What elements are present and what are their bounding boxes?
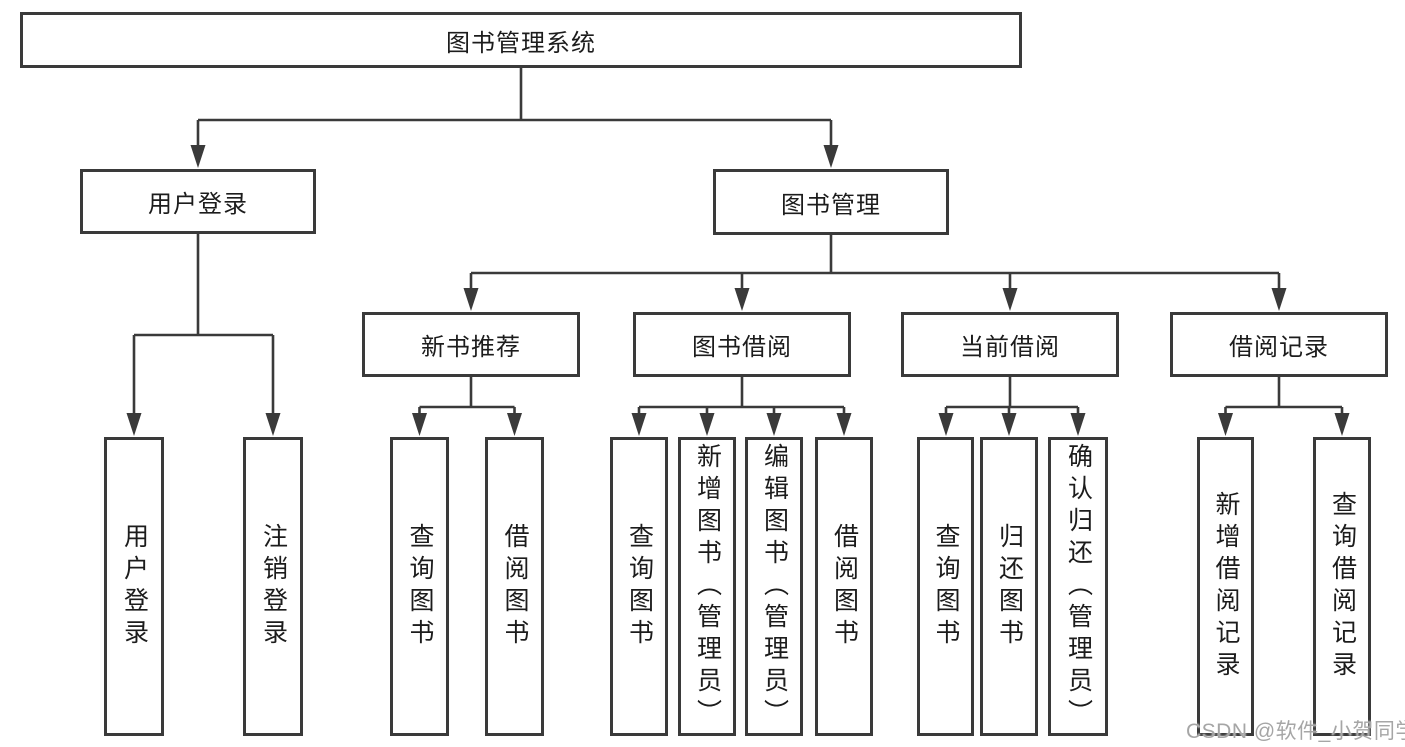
leaf-confirm-return-admin-label: 确认归还（管理员） [1064, 442, 1093, 731]
node-new-book-recommend-label: 新书推荐 [421, 334, 521, 361]
arrowhead [463, 288, 479, 311]
arrowhead [938, 413, 954, 436]
node-root-label: 图书管理系统 [446, 29, 596, 57]
leaf-user-login: 用户登录 [104, 437, 164, 736]
leaf-add-borrow-record: 新增借阅记录 [1197, 437, 1254, 736]
node-book-borrow-label: 图书借阅 [692, 334, 792, 361]
arrowhead [766, 413, 782, 436]
arrowhead [265, 413, 281, 436]
leaf-edit-books-admin-label: 编辑图书（管理员） [760, 442, 789, 731]
leaf-user-login-label: 用户登录 [120, 522, 149, 651]
leaf-logout: 注销登录 [243, 437, 303, 736]
leaf-add-borrow-record-label: 新增借阅记录 [1212, 490, 1240, 683]
node-current-borrow-label: 当前借阅 [960, 334, 1060, 361]
leaf-return-books: 归还图书 [980, 437, 1038, 736]
arrowhead [412, 413, 427, 436]
arrowhead [631, 413, 647, 436]
leaf-logout-label: 注销登录 [259, 522, 288, 651]
leaf-add-books-admin-label: 新增图书（管理员） [693, 442, 722, 731]
node-borrow-records-label: 借阅记录 [1229, 334, 1329, 361]
node-book-borrow: 图书借阅 [633, 312, 851, 377]
arrowhead [126, 413, 142, 436]
leaf-query-books-2-label: 查询图书 [625, 522, 654, 651]
leaf-confirm-return-admin: 确认归还（管理员） [1048, 437, 1108, 736]
node-new-book-recommend: 新书推荐 [362, 312, 580, 377]
node-book-management: 图书管理 [713, 169, 949, 235]
node-borrow-records: 借阅记录 [1170, 312, 1388, 377]
arrowhead [1218, 413, 1233, 436]
leaf-add-books-admin: 新增图书（管理员） [678, 437, 736, 736]
node-root: 图书管理系统 [20, 12, 1022, 68]
node-book-management-label: 图书管理 [781, 191, 881, 219]
leaf-borrow-books-1-label: 借阅图书 [501, 522, 529, 651]
arrowhead [1334, 413, 1350, 436]
arrowhead [823, 145, 839, 168]
node-current-borrow: 当前借阅 [901, 312, 1119, 377]
node-user-login: 用户登录 [80, 169, 316, 234]
leaf-query-books-3: 查询图书 [917, 437, 974, 736]
leaf-borrow-books-2: 借阅图书 [815, 437, 873, 736]
leaf-query-books-3-label: 查询图书 [932, 522, 960, 651]
arrowhead [1001, 413, 1017, 436]
arrowhead [507, 413, 522, 436]
csdn-watermark: CSDN @软件_小贺同学 [1186, 720, 1405, 743]
leaf-query-books-2: 查询图书 [610, 437, 668, 736]
arrowhead [1271, 288, 1287, 311]
leaf-query-borrow-record: 查询借阅记录 [1313, 437, 1371, 736]
arrowhead [836, 413, 852, 436]
leaf-query-borrow-record-label: 查询借阅记录 [1328, 490, 1357, 683]
leaf-query-books-1-label: 查询图书 [406, 522, 434, 651]
leaf-return-books-label: 归还图书 [995, 522, 1024, 651]
connector-lines [132, 68, 1344, 418]
leaf-query-books-1: 查询图书 [390, 437, 449, 736]
node-user-login-label: 用户登录 [148, 191, 248, 218]
leaf-borrow-books-2-label: 借阅图书 [830, 522, 859, 651]
leaf-borrow-books-1: 借阅图书 [485, 437, 544, 736]
arrowhead [734, 288, 750, 311]
arrowhead [699, 413, 715, 436]
arrowhead [190, 145, 206, 168]
leaf-edit-books-admin: 编辑图书（管理员） [745, 437, 803, 736]
arrowhead [1070, 413, 1086, 436]
arrowhead [1002, 288, 1018, 311]
